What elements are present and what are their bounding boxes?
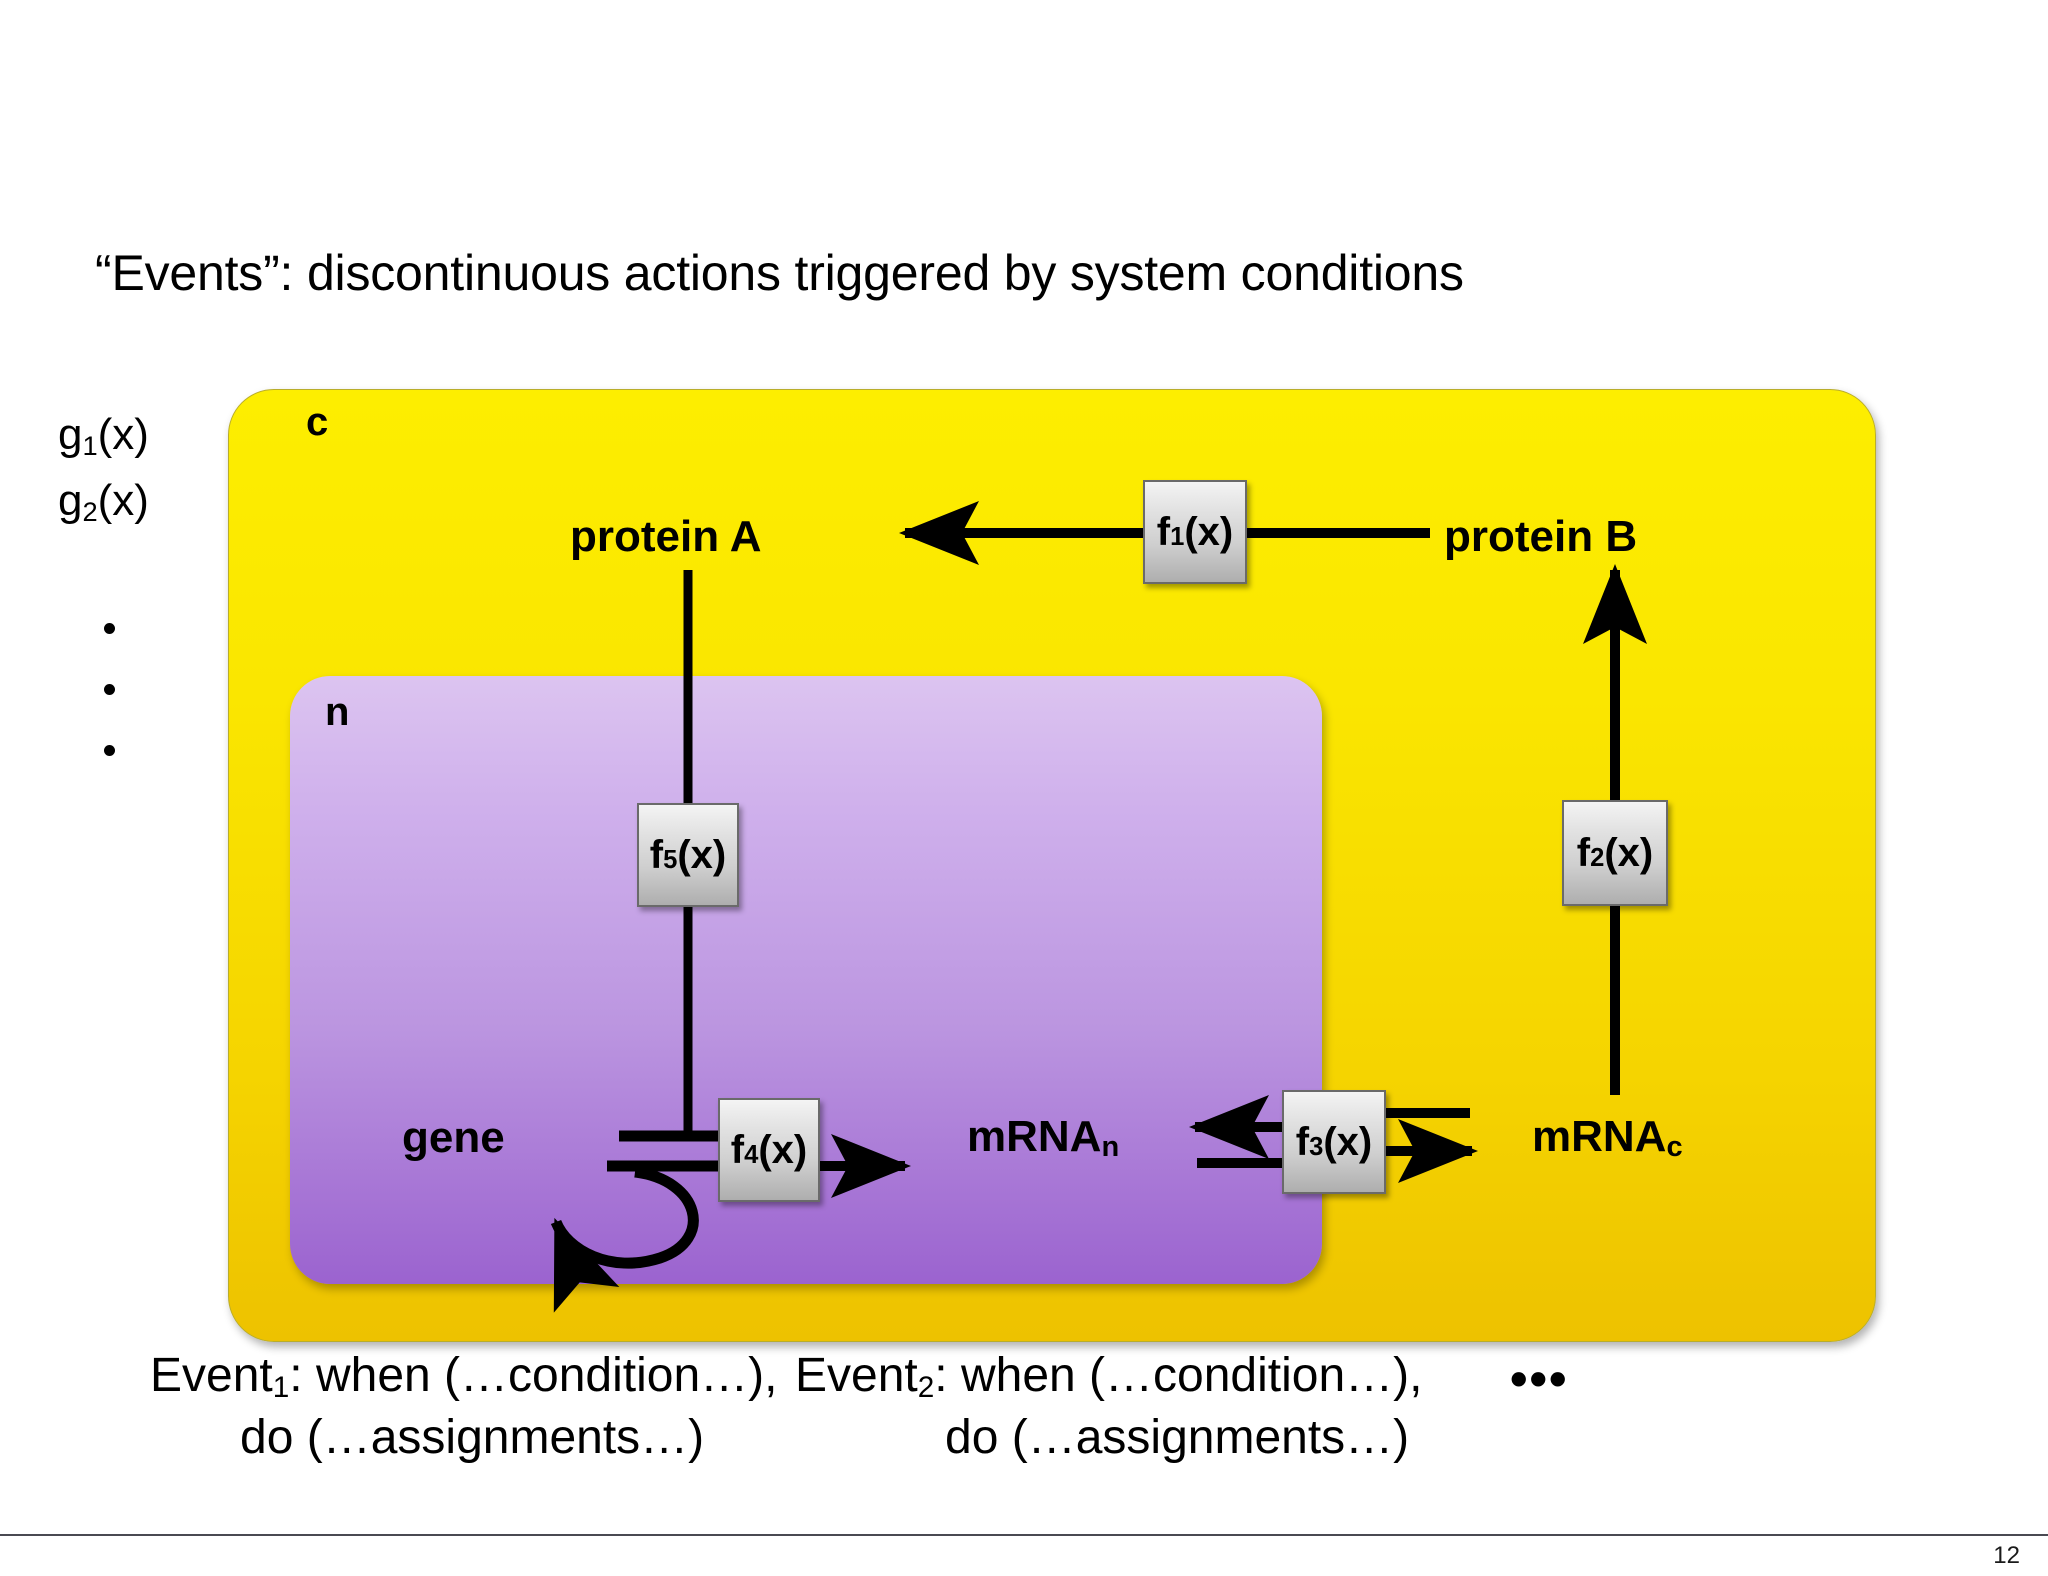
species-protein-a: protein A bbox=[570, 512, 762, 561]
mrna-n-base: mRNA bbox=[967, 1112, 1102, 1161]
cytoplasm-label: c bbox=[306, 400, 329, 444]
f3-base: f bbox=[1295, 1119, 1310, 1164]
species-gene: gene bbox=[402, 1113, 505, 1162]
f4-subscript: 4 bbox=[744, 1140, 759, 1169]
g2-subscript: 2 bbox=[82, 496, 98, 527]
event1-do-line: do (…assignments…) bbox=[240, 1411, 705, 1464]
page-title: “Events”: discontinuous actions triggere… bbox=[95, 245, 1464, 301]
mrna-c-subscript: c bbox=[1666, 1131, 1683, 1164]
mrna-n-subscript: n bbox=[1101, 1131, 1120, 1164]
event2-condition: : when (…condition…), bbox=[934, 1349, 1423, 1402]
event2-subscript: 2 bbox=[917, 1370, 935, 1404]
events-ellipsis: ••• bbox=[1510, 1351, 1569, 1407]
f1-base: f bbox=[1156, 509, 1171, 554]
f3-arg: (x) bbox=[1323, 1119, 1373, 1164]
rate-law-g2: g2(x) bbox=[58, 476, 149, 527]
event1-when-line: Event1: when (…condition…), bbox=[150, 1345, 778, 1406]
g1-arg: (x) bbox=[97, 410, 149, 459]
f5-subscript: 5 bbox=[663, 845, 678, 874]
g2-arg: (x) bbox=[97, 476, 149, 525]
event1-condition: : when (…condition…), bbox=[289, 1349, 778, 1402]
f5-base: f bbox=[649, 832, 664, 877]
g1-base: g bbox=[58, 410, 83, 459]
f1-arg: (x) bbox=[1184, 509, 1234, 554]
vertical-ellipsis-dot bbox=[104, 623, 115, 634]
vertical-ellipsis-dot bbox=[104, 684, 115, 695]
f3-subscript: 3 bbox=[1309, 1132, 1324, 1161]
event1-subscript: 1 bbox=[272, 1370, 290, 1404]
event1-prefix: Event bbox=[150, 1349, 273, 1402]
nucleus-label: n bbox=[325, 690, 350, 734]
g2-base: g bbox=[58, 476, 83, 525]
event2-when-line: Event2: when (…condition…), bbox=[795, 1345, 1423, 1406]
f1-subscript: 1 bbox=[1170, 522, 1185, 551]
page-number: 12 bbox=[1993, 1542, 2020, 1569]
f4-base: f bbox=[730, 1127, 745, 1172]
f2-subscript: 2 bbox=[1590, 843, 1605, 872]
f2-arg: (x) bbox=[1604, 830, 1654, 875]
f2-base: f bbox=[1576, 830, 1591, 875]
species-mrna-nuclear: mRNAn bbox=[967, 1112, 1120, 1164]
f5-arg: (x) bbox=[677, 832, 727, 877]
event2-prefix: Event bbox=[795, 1349, 918, 1402]
event2-do-line: do (…assignments…) bbox=[945, 1411, 1410, 1464]
species-protein-b: protein B bbox=[1444, 512, 1638, 561]
species-mrna-cytoplasmic: mRNAc bbox=[1532, 1112, 1683, 1164]
g1-subscript: 1 bbox=[82, 430, 98, 461]
footer-divider bbox=[0, 1534, 2048, 1536]
rate-law-g1: g1(x) bbox=[58, 410, 149, 461]
f4-arg: (x) bbox=[758, 1127, 808, 1172]
mrna-c-base: mRNA bbox=[1532, 1112, 1667, 1161]
vertical-ellipsis-dot bbox=[104, 745, 115, 756]
